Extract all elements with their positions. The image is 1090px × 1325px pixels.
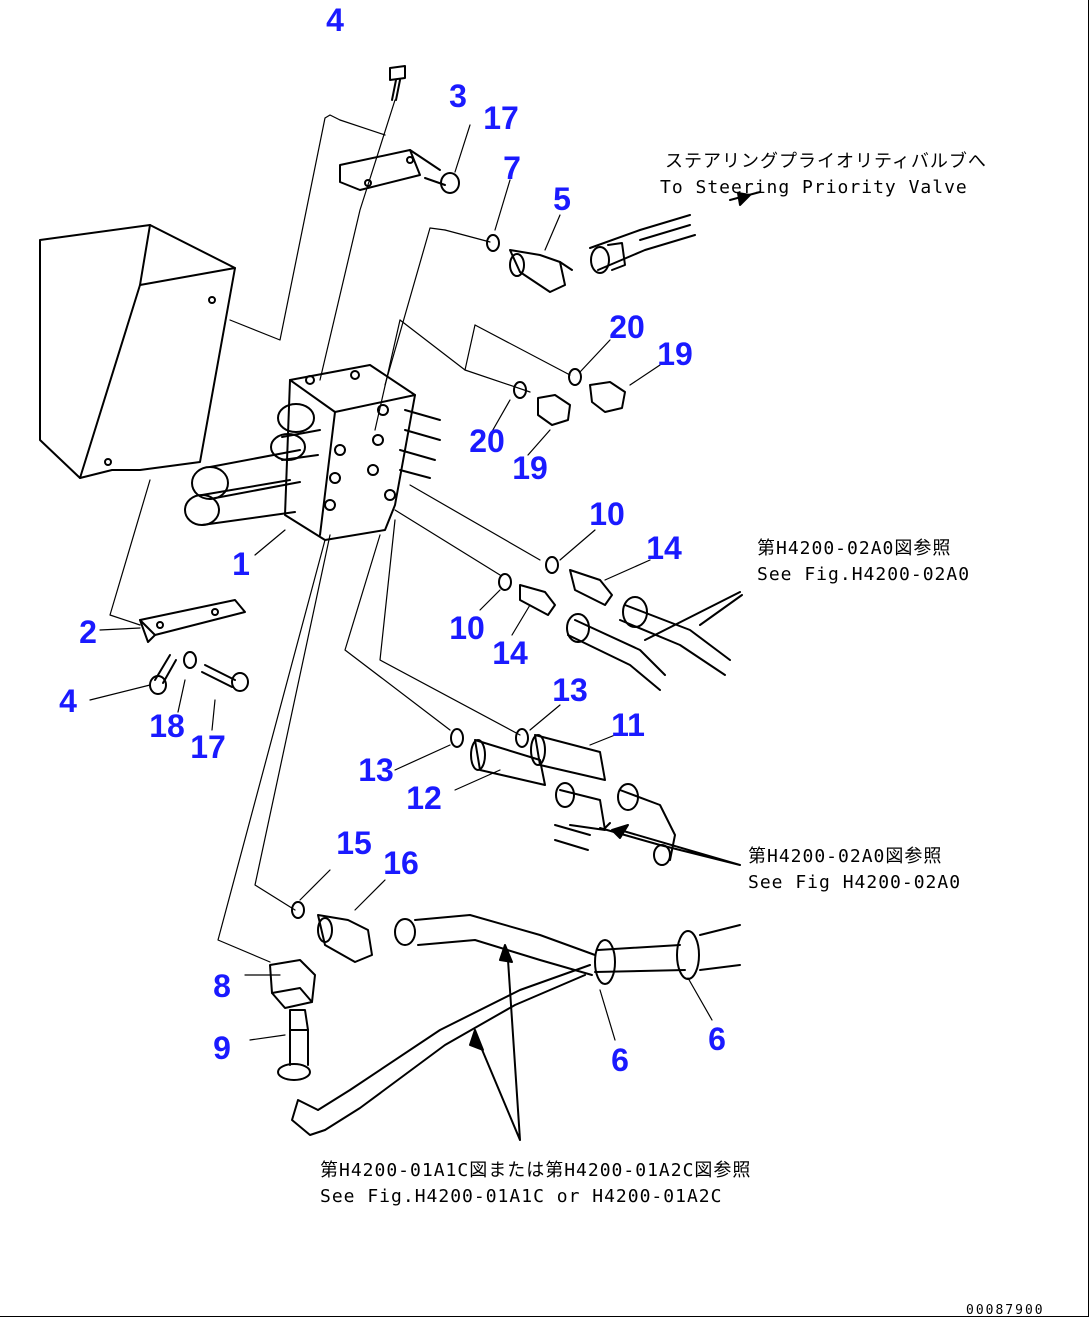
plugs-19 — [513, 368, 626, 426]
callout-part-10[interactable]: 10 — [589, 496, 625, 532]
callout-part-13[interactable]: 13 — [358, 752, 394, 788]
note-steering-en: To Steering Priority Valve — [660, 177, 968, 198]
callout-part-3[interactable]: 3 — [449, 78, 467, 114]
callout-part-14[interactable]: 14 — [492, 635, 528, 671]
elbow-fitting-5 — [486, 214, 696, 293]
callout-part-2[interactable]: 2 — [79, 614, 97, 650]
callout-part-17[interactable]: 17 — [190, 729, 226, 765]
callout-part-19[interactable]: 19 — [512, 450, 548, 486]
callout-part-17[interactable]: 17 — [483, 100, 519, 136]
callout-part-15[interactable]: 15 — [336, 825, 372, 861]
note-steering-jp: ステアリングプライオリティバルブへ — [665, 151, 987, 172]
note-ref3-jp: 第H4200-01A1C図または第H4200-01A2C図参照 — [320, 1160, 752, 1181]
bracket-lower — [139, 599, 249, 695]
elbow-16-and-hose — [291, 901, 741, 1136]
note-ref1-en: See Fig.H4200-02A0 — [757, 564, 971, 585]
callout-part-20[interactable]: 20 — [469, 423, 505, 459]
valve-body — [184, 364, 441, 541]
tee-fittings — [450, 728, 676, 866]
callout-part-18[interactable]: 18 — [149, 708, 185, 744]
callout-part-14[interactable]: 14 — [646, 530, 682, 566]
callout-part-1[interactable]: 1 — [232, 546, 250, 582]
callout-part-16[interactable]: 16 — [383, 845, 419, 881]
note-ref1-jp: 第H4200-02A0図参照 — [757, 538, 952, 559]
leader-lines — [89, 99, 713, 1041]
note-ref3-en: See Fig.H4200-01A1C or H4200-01A2C — [320, 1186, 723, 1207]
callout-part-12[interactable]: 12 — [406, 780, 442, 816]
callout-part-5[interactable]: 5 — [553, 181, 571, 217]
note-ref2-jp: 第H4200-02A0図参照 — [748, 846, 943, 867]
callout-part-13[interactable]: 13 — [552, 672, 588, 708]
callout-part-4[interactable]: 4 — [59, 683, 77, 719]
callout-part-7[interactable]: 7 — [503, 150, 521, 186]
callout-part-6[interactable]: 6 — [708, 1021, 726, 1057]
elbow-8-fitting-9 — [269, 959, 316, 1081]
callout-part-11[interactable]: 11 — [611, 707, 645, 743]
callout-part-8[interactable]: 8 — [213, 968, 231, 1004]
note-ref2-en: See Fig H4200-02A0 — [748, 872, 962, 893]
fittings-14 — [498, 556, 731, 691]
arrows — [469, 191, 761, 1141]
callout-part-9[interactable]: 9 — [213, 1030, 231, 1066]
callout-part-6[interactable]: 6 — [611, 1042, 629, 1078]
bracket-top — [339, 149, 460, 194]
callout-part-19[interactable]: 19 — [657, 336, 693, 372]
cover-panel — [39, 224, 236, 479]
bolt-top — [389, 65, 406, 101]
callout-part-20[interactable]: 20 — [609, 309, 645, 345]
drawing-number: 00087900 — [966, 1303, 1045, 1318]
callout-part-10[interactable]: 10 — [449, 610, 485, 646]
callout-part-4[interactable]: 4 — [326, 2, 344, 38]
